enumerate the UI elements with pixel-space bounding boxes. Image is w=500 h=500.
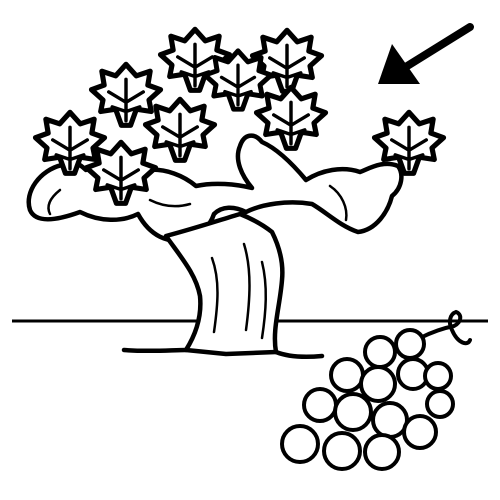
vine-arms (26, 133, 404, 244)
grape (359, 365, 397, 403)
grape (363, 335, 397, 369)
grape (423, 361, 453, 391)
leaf (257, 87, 326, 148)
grape (363, 433, 401, 471)
leaf (92, 64, 161, 125)
grape (329, 357, 365, 393)
vine-roots (121, 347, 325, 360)
bark-texture (47, 184, 348, 340)
grape-cluster-icon (280, 309, 472, 471)
grape (322, 431, 362, 471)
leaf (205, 51, 271, 109)
vine-trunk (163, 211, 285, 357)
grape (280, 424, 320, 464)
grape (302, 387, 338, 423)
arrow-icon (378, 23, 474, 84)
grape-stem (418, 309, 472, 346)
grapevine-icon (26, 29, 444, 360)
grape (394, 328, 426, 360)
grape (371, 401, 409, 439)
leaf (146, 99, 215, 160)
grape (333, 392, 373, 432)
grape (425, 389, 455, 419)
grape (402, 414, 438, 450)
